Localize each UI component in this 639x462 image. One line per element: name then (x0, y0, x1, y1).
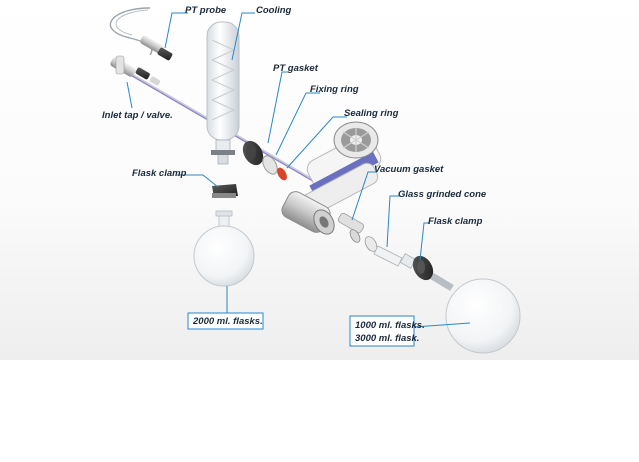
label-flask-2000: 2000 ml. flasks. (192, 316, 263, 327)
label-inlet-tap: Inlet tap / valve. (102, 110, 173, 121)
label-fixing-ring: Fixing ring (310, 84, 359, 95)
label-pt-gasket: PT gasket (273, 63, 319, 74)
glass-grinded-cone (373, 245, 417, 269)
pt-gasket (242, 140, 264, 166)
label-flask-clamp-right: Flask clamp (428, 216, 483, 227)
label-vacuum-gasket: Vacuum gasket (374, 164, 444, 175)
fixing-ring (262, 155, 278, 175)
label-flask-1000: 1000 ml. flasks. (355, 320, 425, 331)
inlet-tap-valve (110, 55, 161, 86)
label-glass-cone: Glass grinded cone (398, 189, 487, 200)
label-flask-clamp-left: Flask clamp (132, 168, 187, 179)
flask-left (193, 210, 255, 287)
box-2000-flask: 2000 ml. flasks. (187, 312, 264, 330)
motor-housing (301, 121, 382, 216)
vacuum-gasket (337, 212, 378, 252)
flask-clamp-left (212, 184, 238, 198)
vacuum-coupling (281, 191, 335, 235)
flask-right (430, 272, 521, 354)
leader-lines (126, 12, 471, 328)
label-pt-probe: PT probe (185, 5, 227, 16)
label-flask-3000: 3000 ml. flask. (355, 333, 419, 344)
box-1000-3000-flask: 1000 ml. flasks. 3000 ml. flask. (349, 315, 425, 347)
flask-clamp-right (412, 255, 434, 281)
label-sealing-ring: Sealing ring (344, 108, 399, 119)
label-cooling: Cooling (256, 5, 292, 16)
cooling-condenser (206, 21, 240, 165)
sealing-ring (277, 167, 287, 181)
pt-probe (109, 7, 173, 61)
